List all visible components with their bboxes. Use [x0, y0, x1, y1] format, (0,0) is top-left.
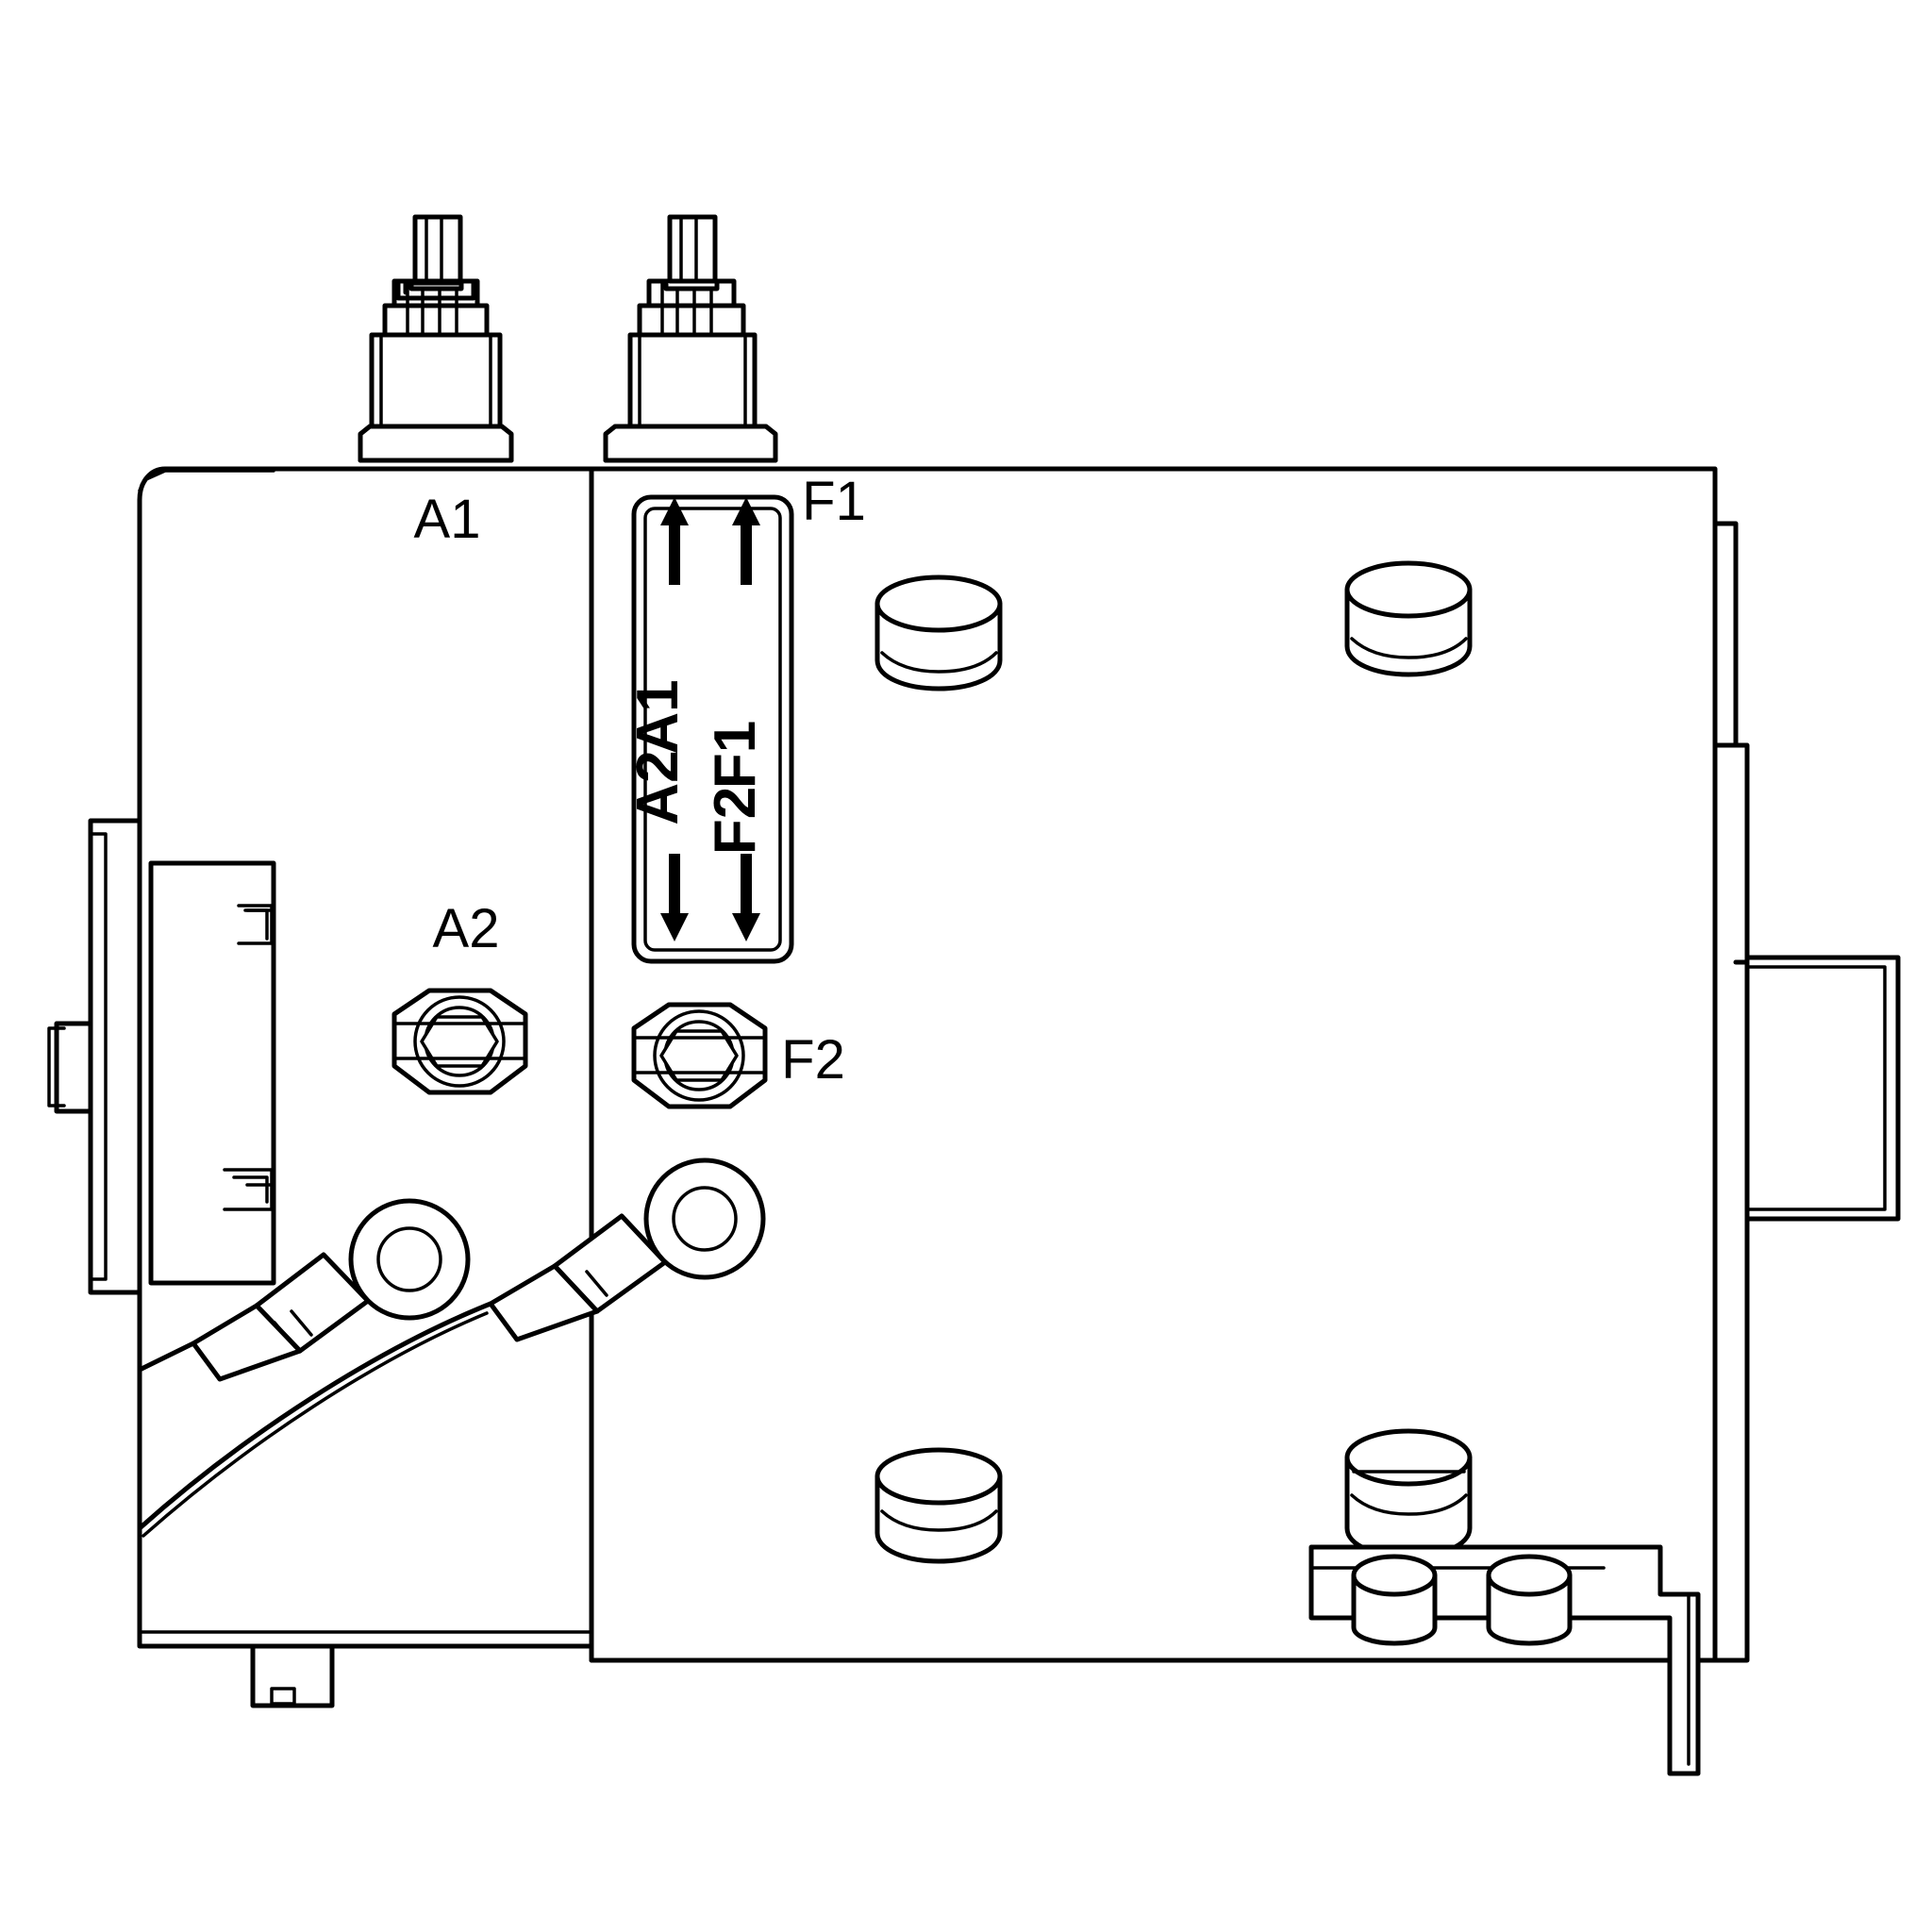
terminal-a1-stud	[358, 214, 514, 463]
plate-text-f1: F1	[703, 721, 768, 789]
plate-text-a1: A1	[625, 679, 691, 754]
terminal-f1-stud	[603, 214, 778, 463]
plate-arrow-down-left	[660, 854, 689, 941]
plate-arrow-up-left	[660, 497, 689, 585]
bracket-nut-right	[1486, 1554, 1573, 1646]
callout-a2: A2	[433, 898, 500, 959]
plate-arrow-down-right	[732, 854, 760, 941]
plate-arrow-up-right	[732, 497, 760, 585]
right-side-flanges	[1712, 521, 1901, 1663]
hex-head-lower-right	[1344, 1428, 1473, 1559]
callout-f2: F2	[781, 1029, 845, 1091]
bottom-right-bracket	[1308, 1544, 1701, 1776]
left-inner-panel	[148, 860, 276, 1286]
cable-wires	[137, 1301, 493, 1538]
callout-a1: A1	[414, 489, 481, 550]
plate-text-f2: F2	[703, 787, 768, 855]
hex-head-upper-left	[874, 575, 1003, 691]
terminal-a2-nut	[391, 988, 528, 1095]
plate-text-a2: A2	[625, 750, 691, 824]
left-side-bracket	[47, 818, 142, 1295]
callout-f1: F1	[802, 471, 866, 532]
flow-direction-plate: F1 F2 A1 A2	[625, 494, 794, 964]
cable-lug-right	[488, 1158, 766, 1342]
bottom-left-foot	[250, 1643, 335, 1708]
hex-head-upper-right	[1344, 560, 1473, 677]
hex-head-lower-left	[874, 1447, 1003, 1564]
bracket-nut-left	[1351, 1554, 1438, 1646]
terminal-f2-nut	[631, 1002, 768, 1109]
cable-lug-left	[191, 1198, 471, 1382]
